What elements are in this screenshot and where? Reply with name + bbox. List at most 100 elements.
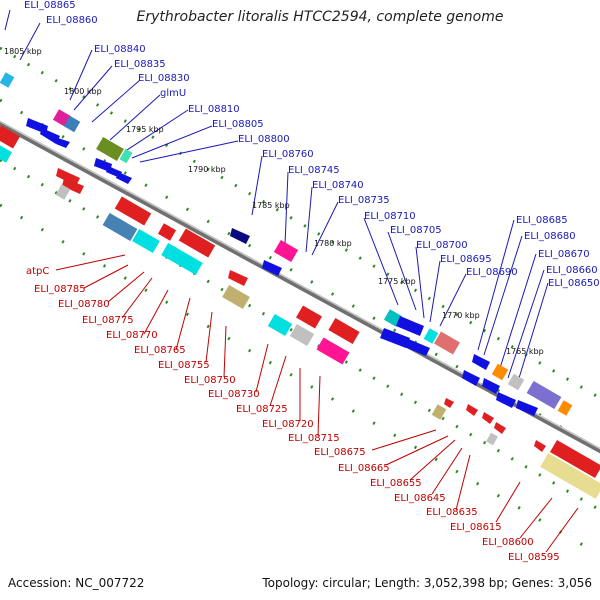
gene-glyph[interactable]: [328, 317, 360, 345]
gene-label[interactable]: ELI_08865: [24, 0, 76, 11]
gene-glyph[interactable]: [0, 125, 21, 149]
gene-glyph[interactable]: [56, 138, 70, 148]
gene-label[interactable]: ELI_08655: [370, 478, 422, 489]
gene-glyph[interactable]: [423, 328, 439, 344]
gene-glyph[interactable]: [40, 128, 60, 144]
gene-glyph[interactable]: [431, 404, 447, 420]
gene-label[interactable]: ELI_08785: [34, 284, 86, 295]
scale-label: 1775 kbp: [378, 277, 416, 286]
gene-label[interactable]: ELI_08595: [508, 552, 560, 563]
gene-label[interactable]: ELI_08765: [134, 345, 186, 356]
gene-label[interactable]: ELI_08695: [440, 254, 492, 265]
gene-glyph[interactable]: [230, 228, 250, 244]
gene-glyph[interactable]: [496, 392, 516, 408]
gene-glyph[interactable]: [289, 323, 315, 347]
gene-label[interactable]: ELI_08650: [548, 278, 600, 289]
gene-label[interactable]: glmU: [160, 88, 186, 99]
forward-genes: [0, 72, 573, 416]
gene-glyph[interactable]: [472, 354, 490, 370]
gene-label[interactable]: ELI_08835: [114, 59, 166, 70]
gene-label[interactable]: ELI_08725: [236, 404, 288, 415]
gene-label[interactable]: ELI_08675: [314, 447, 366, 458]
gene-label[interactable]: ELI_08680: [524, 231, 576, 242]
gene-label[interactable]: ELI_08750: [184, 375, 236, 386]
scale-label: 1795 kbp: [126, 125, 164, 134]
gene-glyph[interactable]: [486, 432, 498, 446]
gene-label[interactable]: ELI_08600: [482, 537, 534, 548]
gene-glyph[interactable]: [102, 212, 138, 242]
gene-glyph[interactable]: [178, 228, 216, 258]
gene-glyph[interactable]: [119, 148, 133, 164]
gene-label[interactable]: ELI_08665: [338, 463, 390, 474]
gene-glyph[interactable]: [295, 305, 323, 329]
gene-glyph[interactable]: [222, 284, 250, 310]
gene-glyph[interactable]: [491, 363, 509, 381]
reverse-leader-lines: [55, 254, 579, 553]
scale-label: 1790 kbp: [188, 165, 226, 174]
gene-label[interactable]: ELI_08690: [466, 267, 518, 278]
gene-glyph[interactable]: [462, 370, 480, 386]
gene-glyph[interactable]: [96, 136, 124, 162]
gene-label[interactable]: ELI_08775: [82, 315, 134, 326]
gene-glyph[interactable]: [157, 223, 177, 241]
gene-glyph[interactable]: [402, 338, 430, 356]
gene-glyph[interactable]: [228, 270, 248, 286]
gene-glyph[interactable]: [494, 422, 506, 434]
gene-glyph[interactable]: [507, 373, 525, 391]
gene-label[interactable]: ELI_08735: [338, 195, 390, 206]
gene-glyph[interactable]: [262, 260, 282, 276]
gene-glyph[interactable]: [380, 328, 410, 348]
gene-glyph[interactable]: [557, 400, 573, 416]
gene-glyph[interactable]: [540, 453, 600, 499]
gene-label[interactable]: ELI_08635: [426, 507, 478, 518]
gene-glyph[interactable]: [132, 228, 160, 254]
gene-label[interactable]: ELI_08860: [46, 15, 98, 26]
gene-label[interactable]: ELI_08700: [416, 240, 468, 251]
gene-label[interactable]: ELI_08645: [394, 493, 446, 504]
gene-glyph[interactable]: [114, 196, 152, 226]
gene-glyph[interactable]: [161, 242, 203, 276]
gene-glyph[interactable]: [316, 337, 350, 365]
gene-label[interactable]: ELI_08660: [546, 265, 598, 276]
gene-glyph[interactable]: [549, 439, 600, 479]
gene-label[interactable]: ELI_08740: [312, 180, 364, 191]
gene-label[interactable]: ELI_08705: [390, 225, 442, 236]
gene-label[interactable]: ELI_08770: [106, 330, 158, 341]
gene-label[interactable]: ELI_08810: [188, 104, 240, 115]
gene-glyph[interactable]: [444, 398, 454, 408]
gene-glyph[interactable]: [526, 380, 562, 410]
gene-label[interactable]: ELI_08670: [538, 249, 590, 260]
gene-glyph[interactable]: [63, 115, 81, 133]
gene-label[interactable]: ELI_08755: [158, 360, 210, 371]
gene-label[interactable]: ELI_08780: [58, 299, 110, 310]
gene-label[interactable]: ELI_08840: [94, 44, 146, 55]
gene-glyph[interactable]: [396, 316, 424, 336]
gene-glyph[interactable]: [56, 168, 80, 186]
gene-label[interactable]: ELI_08805: [212, 119, 264, 130]
gene-label[interactable]: atpC: [26, 266, 49, 277]
scale-label: 1785 kbp: [252, 201, 290, 210]
gene-label[interactable]: ELI_08730: [208, 389, 260, 400]
gene-glyph[interactable]: [482, 378, 500, 394]
gene-glyph[interactable]: [534, 440, 546, 452]
gene-glyph[interactable]: [466, 404, 478, 416]
gene-label[interactable]: ELI_08715: [288, 433, 340, 444]
gene-label[interactable]: ELI_08830: [138, 73, 190, 84]
gene-glyph[interactable]: [116, 172, 132, 184]
gene-glyph[interactable]: [433, 331, 461, 355]
gene-label[interactable]: ELI_08800: [238, 134, 290, 145]
gene-label[interactable]: ELI_08745: [288, 165, 340, 176]
gene-glyph[interactable]: [516, 400, 538, 416]
gene-glyph[interactable]: [273, 239, 299, 263]
gene-glyph[interactable]: [55, 184, 71, 200]
gene-label[interactable]: ELI_08685: [516, 215, 568, 226]
gene-glyph[interactable]: [482, 412, 494, 424]
gene-glyph[interactable]: [62, 178, 84, 194]
gene-glyph[interactable]: [267, 313, 293, 337]
gene-label[interactable]: ELI_08760: [262, 149, 314, 160]
gene-label[interactable]: ELI_08720: [262, 419, 314, 430]
gene-label[interactable]: ELI_08615: [450, 522, 502, 533]
gene-label[interactable]: ELI_08710: [364, 211, 416, 222]
gene-glyph[interactable]: [0, 72, 15, 88]
gene-glyph[interactable]: [0, 145, 13, 163]
